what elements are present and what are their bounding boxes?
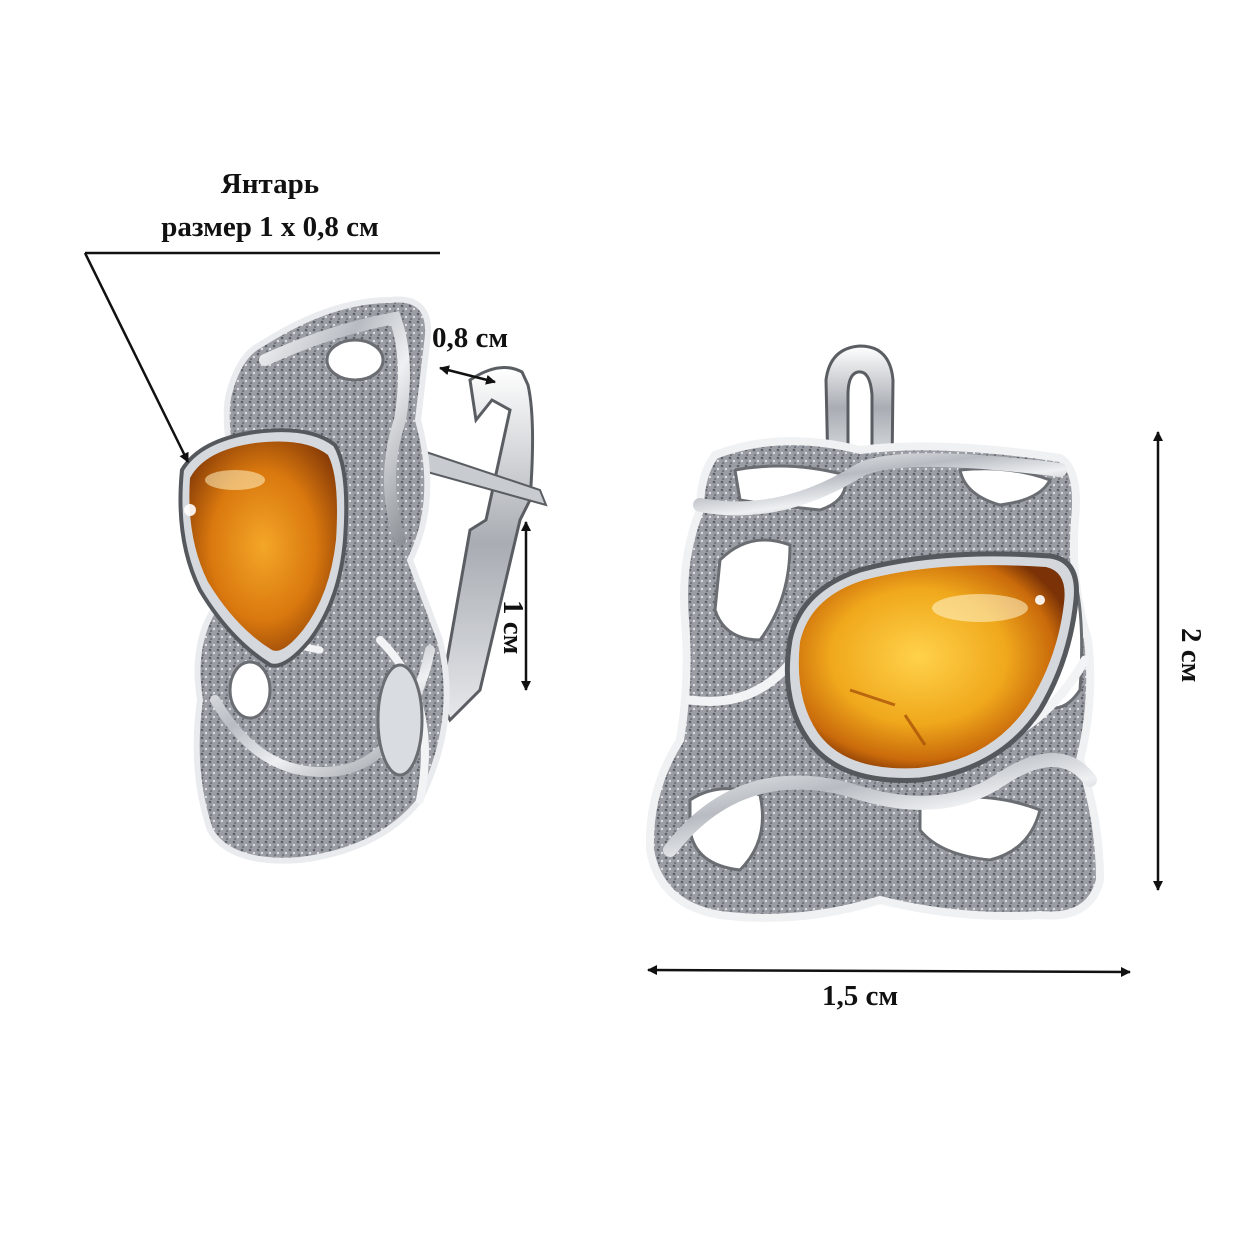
side-height-label: 1 см	[497, 600, 529, 655]
stone-leader-line	[83, 252, 190, 463]
side-amber-stone	[189, 441, 337, 651]
stone-name-label: Янтарь	[220, 168, 320, 200]
earring-side-view	[178, 296, 548, 864]
front-height-label: 2 см	[1175, 628, 1207, 683]
earring-front-view	[645, 344, 1105, 922]
stone-size-label: размер 1 х 0,8 см	[161, 211, 379, 243]
side-clasp	[438, 366, 535, 723]
front-width-arrow	[647, 965, 1131, 977]
depth-arrow	[439, 365, 496, 385]
front-width-label: 1,5 см	[822, 980, 899, 1012]
depth-label: 0,8 см	[432, 322, 509, 354]
dimension-lines	[83, 251, 1163, 977]
